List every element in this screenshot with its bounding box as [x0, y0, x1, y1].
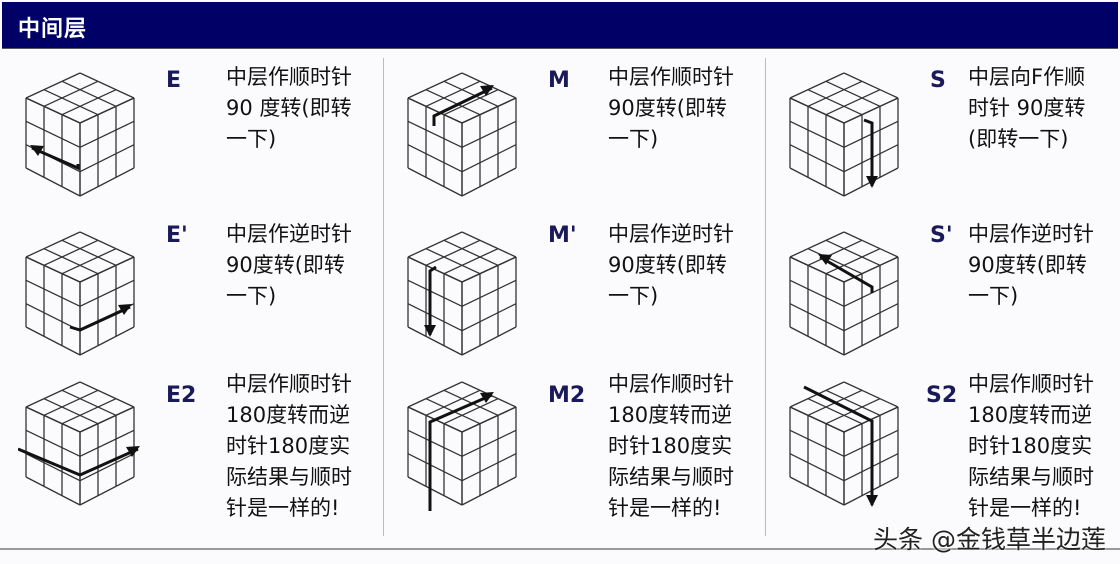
move-notation: S: [930, 68, 946, 93]
column-divider: [765, 58, 766, 536]
column-divider: [383, 58, 384, 536]
move-notation: M2: [548, 383, 586, 408]
move-notation: E2: [166, 383, 197, 408]
move-notation: M: [548, 68, 570, 93]
move-cell: M2 中层作顺时针 180度转而逆 时针180度实 际结果与顺时 针是一样的!: [386, 365, 756, 525]
move-cell: M 中层作顺时针 90度转(即转 一下): [386, 58, 756, 218]
move-description: 中层作顺时针 180度转而逆 时针180度实 际结果与顺时 针是一样的!: [968, 372, 1094, 520]
move-description: 中层向F作顺 时针 90度转 (即转一下): [968, 65, 1086, 151]
section-header: 中间层: [2, 2, 1118, 49]
watermark: 头条 @金钱草半边莲: [873, 525, 1106, 554]
cube-diagram-icon: [17, 377, 143, 512]
cube-diagram-icon: [782, 68, 907, 203]
move-description: 中层作顺时针 90 度转(即转 一下): [226, 65, 352, 151]
cube-diagram-icon: [400, 68, 525, 203]
cube-diagram-icon: [18, 227, 143, 362]
move-notation: E: [166, 68, 182, 93]
move-cell: E' 中层作逆时针 90度转(即转 一下): [4, 215, 374, 375]
move-description: 中层作顺时针 90度转(即转 一下): [608, 65, 734, 151]
move-description: 中层作顺时针 180度转而逆 时针180度实 际结果与顺时 针是一样的!: [608, 372, 734, 520]
cube-diagram-icon: [18, 68, 143, 203]
move-notation: S2: [926, 383, 958, 408]
move-notation: M': [548, 223, 577, 248]
move-notation: S': [930, 223, 953, 248]
move-description: 中层作顺时针 180度转而逆 时针180度实 际结果与顺时 针是一样的!: [226, 372, 352, 520]
bottom-rule: [0, 548, 1120, 550]
move-cell: E2 中层作顺时针 180度转而逆 时针180度实 际结果与顺时 针是一样的!: [4, 365, 374, 525]
cube-diagram-icon: [400, 227, 525, 362]
move-cell: S 中层向F作顺 时针 90度转 (即转一下): [768, 58, 1120, 218]
move-notation: E': [166, 223, 188, 248]
move-cell: E 中层作顺时针 90 度转(即转 一下): [4, 58, 374, 218]
move-cell: M' 中层作逆时针 90度转(即转 一下): [386, 215, 756, 375]
cube-diagram-icon: [782, 377, 907, 512]
move-cell: S2 中层作顺时针 180度转而逆 时针180度实 际结果与顺时 针是一样的!: [768, 365, 1120, 525]
section-title: 中间层: [18, 17, 88, 42]
move-description: 中层作逆时针 90度转(即转 一下): [968, 222, 1094, 308]
cube-diagram-icon: [400, 377, 525, 512]
cube-diagram-icon: [782, 227, 907, 362]
move-description: 中层作逆时针 90度转(即转 一下): [608, 222, 734, 308]
move-cell: S' 中层作逆时针 90度转(即转 一下): [768, 215, 1120, 375]
move-description: 中层作逆时针 90度转(即转 一下): [226, 222, 352, 308]
